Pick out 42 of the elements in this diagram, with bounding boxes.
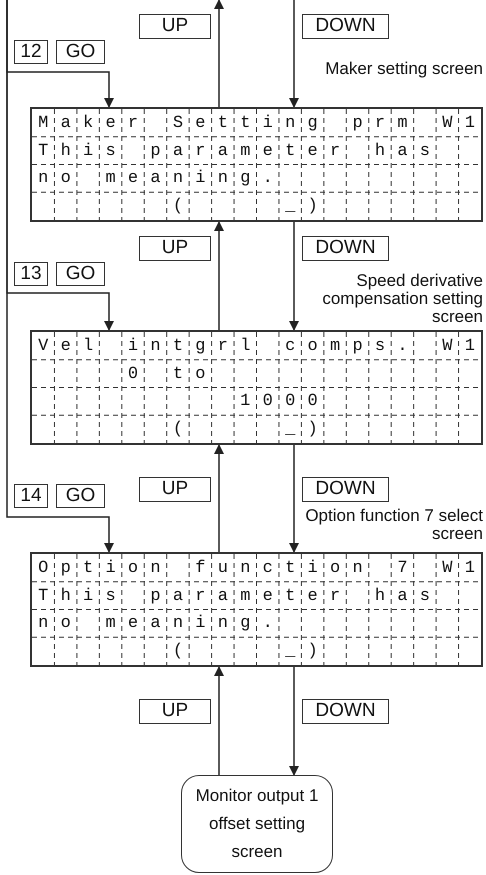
key-label: DOWN bbox=[302, 477, 389, 502]
lcd-text-row: This parameter has bbox=[38, 142, 442, 162]
lcd-text-row: ( _) bbox=[172, 197, 330, 218]
arrow bbox=[214, 0, 224, 107]
key-label: UP bbox=[139, 477, 211, 502]
key-label: UP bbox=[139, 236, 211, 261]
arrow bbox=[6, 0, 114, 553]
arrow bbox=[214, 444, 224, 552]
key-label: GO bbox=[56, 484, 105, 508]
screen-caption: Maker setting screen bbox=[324, 60, 483, 78]
key-label: DOWN bbox=[302, 14, 389, 39]
key-label: GO bbox=[56, 262, 105, 286]
lcd-text-row: no meaning. bbox=[38, 169, 286, 190]
lcd-text-row: Vel intgrl comps. W1 bbox=[38, 336, 486, 357]
screen-caption: Option function 7 select screen bbox=[304, 507, 483, 543]
lcd-screen-display bbox=[30, 330, 483, 445]
arrow bbox=[289, 667, 299, 776]
lcd-text-row: ( _) bbox=[172, 642, 330, 662]
key-label: UP bbox=[139, 14, 211, 39]
key-label: UP bbox=[139, 699, 211, 724]
key-label: 13 bbox=[14, 262, 48, 286]
lcd-screen-display bbox=[30, 552, 483, 667]
lcd-text-row: 1000 bbox=[240, 392, 330, 412]
key-label: GO bbox=[56, 40, 105, 64]
lcd-text-row: This parameter has bbox=[38, 586, 442, 607]
lcd-text-row: no meaning. bbox=[38, 614, 286, 634]
arrow bbox=[214, 221, 224, 330]
lcd-text-row: 0 to bbox=[128, 364, 218, 385]
arrow bbox=[289, 222, 299, 331]
key-label: 14 bbox=[14, 484, 48, 508]
key-label: 12 bbox=[14, 40, 48, 64]
screen-caption: Speed derivative compensation setting screen bbox=[321, 272, 483, 326]
arrow bbox=[214, 666, 224, 775]
lcd-text-row: ( _) bbox=[172, 420, 330, 440]
key-label: DOWN bbox=[302, 699, 389, 724]
key-label: DOWN bbox=[302, 236, 389, 261]
lcd-text-row: Maker Setting prm W1 bbox=[38, 114, 486, 134]
arrow bbox=[289, 0, 299, 108]
lcd-text-row: Option function 7 W1 bbox=[38, 558, 486, 579]
lcd-screen-display bbox=[30, 107, 483, 222]
rounded-screen-box: Monitor output 1 offset setting screen bbox=[181, 775, 333, 873]
arrow bbox=[289, 445, 299, 553]
